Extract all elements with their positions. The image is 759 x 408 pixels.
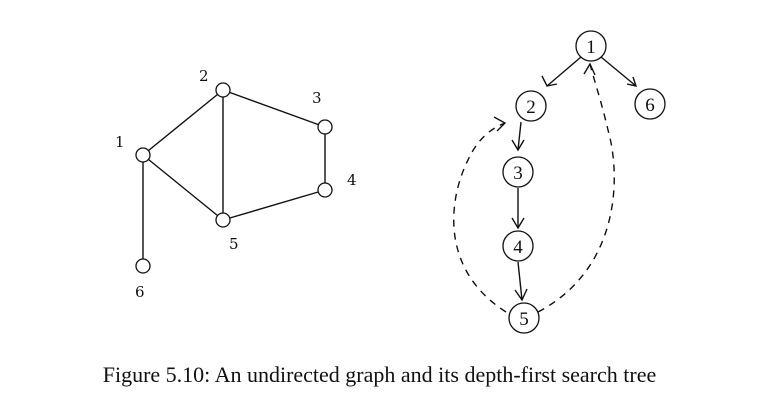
graph-edge-2-3 [222,89,326,128]
back-arrowhead-5-1 [583,62,596,76]
tree-node-4 [502,230,534,262]
graph-edge-1-5 [142,154,224,221]
graph-node-3 [317,119,333,135]
tree-label-5: 5 [519,309,529,330]
tree-edge-4-5 [517,261,523,301]
graph-node-1 [135,147,151,163]
graph-label-3: 3 [312,89,322,107]
tree-node-6 [634,88,666,120]
dfs-tree: 1 2 6 3 4 5 [453,30,666,334]
tree-node-2 [515,90,547,122]
back-edge-5-2 [453,122,507,313]
tree-label-2: 2 [526,97,536,118]
tree-arrowhead-1-2 [541,75,558,87]
graph-label-1: 1 [115,133,125,151]
tree-node-5 [508,302,540,334]
graph-label-4: 4 [347,171,357,189]
graph-label-5: 5 [229,235,239,253]
tree-arrowhead-1-6 [626,76,638,87]
graph-node-6 [135,258,151,274]
graph-node-4 [317,182,333,198]
tree-label-4: 4 [513,237,523,258]
tree-arrowhead-4-5 [514,288,528,302]
tree-edge-1-6 [600,56,637,87]
back-edge-5-1 [537,63,615,313]
graph-edge-1-2 [142,89,224,156]
tree-edge-1-2 [546,56,582,87]
graph-edge-4-5 [222,189,326,221]
tree-node-3 [502,156,534,188]
figure-canvas: 1 2 3 4 5 6 1 2 6 3 4 [115,30,666,334]
tree-edge-2-3 [517,121,522,151]
graph-label-2: 2 [199,67,209,85]
tree-arrowhead-2-3 [511,139,525,152]
graph-label-6: 6 [135,283,145,301]
back-arrowhead-5-2 [493,116,507,132]
tree-label-3: 3 [513,163,523,184]
tree-label-6: 6 [645,95,655,116]
tree-node-1 [575,30,607,62]
undirected-graph: 1 2 3 4 5 6 [115,67,357,301]
graph-node-5 [215,212,231,228]
figure-caption: Figure 5.10: An undirected graph and its… [102,362,657,387]
tree-arrowhead-3-4 [511,217,525,230]
tree-label-1: 1 [586,37,596,58]
graph-node-2 [215,82,231,98]
